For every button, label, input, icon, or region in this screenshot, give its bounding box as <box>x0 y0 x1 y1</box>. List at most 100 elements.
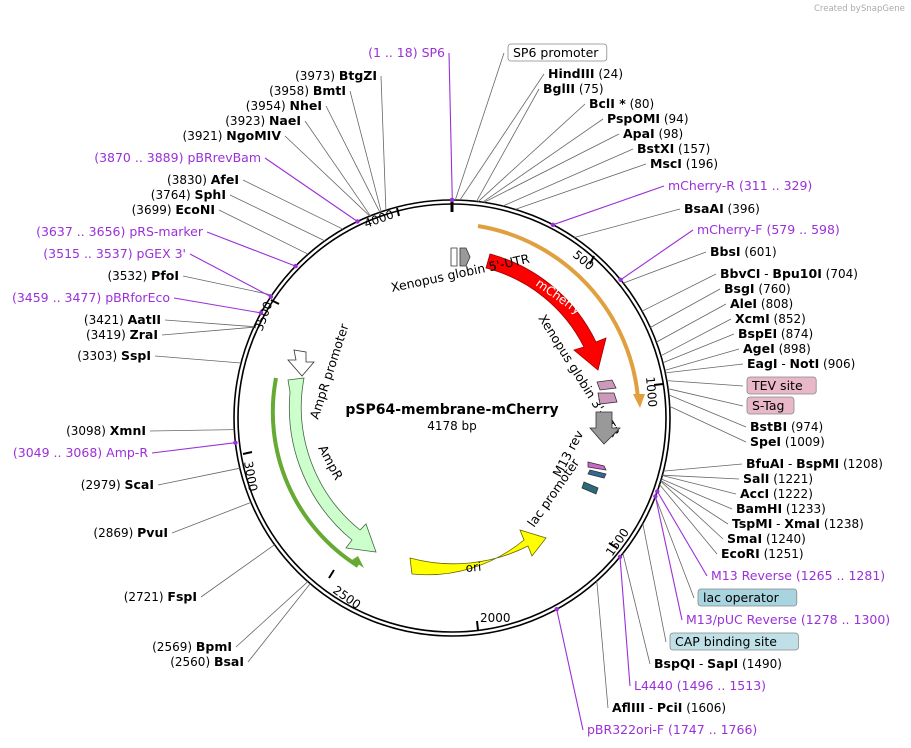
enzyme-label-aatii[interactable]: (3421) AatII <box>84 312 161 327</box>
enzyme-label-smai[interactable]: SmaI (1240) <box>727 531 806 546</box>
enzyme-label-eagi[interactable]: EagI - NotI (906) <box>747 356 855 371</box>
enzyme-label-bcli-[interactable]: BclI * (80) <box>589 96 654 111</box>
enzyme-label-ecori[interactable]: EcoRI (1251) <box>721 546 804 561</box>
feature-box-label-s-tag: S-Tag <box>752 398 784 413</box>
enzyme-label-agei[interactable]: AgeI (898) <box>743 341 811 356</box>
primer-label-pbrrevbam[interactable]: (3870 .. 3889) pBRrevBam <box>94 150 261 165</box>
enzyme-label-bpmi[interactable]: (2569) BpmI <box>152 639 232 654</box>
enzyme-label-ngomiv[interactable]: (3921) NgoMIV <box>183 128 282 143</box>
lac-promoter-feature <box>581 481 599 495</box>
enzyme-label-bamhi[interactable]: BamHI (1233) <box>736 501 826 516</box>
connector-l4440 <box>619 556 631 687</box>
connector-bbvci <box>641 273 717 312</box>
enzyme-label-bspqi[interactable]: BspQI - SapI (1490) <box>654 656 782 671</box>
enzyme-label-bsai[interactable]: (2560) BsaI <box>170 654 244 669</box>
connector-alei <box>656 303 727 343</box>
primer-label-mcherry-f[interactable]: mCherry-F (579 .. 598) <box>697 222 840 237</box>
connector-mcherry-f <box>620 229 694 281</box>
connector-bspqi <box>622 553 651 665</box>
enzyme-label-sali[interactable]: SalI (1221) <box>743 471 813 486</box>
enzyme-label-fspi[interactable]: (2721) FspI <box>124 589 197 604</box>
enzyme-label-bmti[interactable]: (3958) BmtI <box>269 83 346 98</box>
connector-afliii <box>596 580 609 709</box>
enzyme-label-tspmi[interactable]: TspMI - XmaI (1238) <box>732 516 864 531</box>
enzyme-label-afliii[interactable]: AflIII - PciI (1606) <box>612 700 726 715</box>
enzyme-label-afei[interactable]: (3830) AfeI <box>167 172 239 187</box>
tick-2000: 2000 <box>480 611 511 625</box>
primer-label-pgex-3-[interactable]: (3515 .. 3537) pGEX 3' <box>43 246 186 261</box>
primer-label-prs-marker[interactable]: (3637 .. 3656) pRS-marker <box>36 224 204 239</box>
enzyme-label-nhei[interactable]: (3954) NheI <box>246 98 322 113</box>
feature-box-sp6-promoter[interactable] <box>507 43 608 62</box>
connector-pbrrevbam <box>264 157 358 222</box>
enzyme-label-bbsi[interactable]: BbsI (601) <box>710 244 777 259</box>
feature-box-lac-operator[interactable] <box>697 588 798 607</box>
enzyme-label-zrai[interactable]: (3419) ZraI <box>86 327 158 342</box>
enzyme-label-bstxi[interactable]: BstXI (157) <box>637 141 710 156</box>
enzyme-label-msci[interactable]: MscI (196) <box>650 156 718 171</box>
enzyme-label-btgzi[interactable]: (3973) BtgZI <box>295 68 377 83</box>
feature-box-tev-site[interactable] <box>746 376 817 395</box>
enzyme-label-apai[interactable]: ApaI (98) <box>623 126 683 141</box>
enzyme-label-econi[interactable]: (3699) EcoNI <box>132 202 215 217</box>
primer-label-sp6[interactable]: (1 .. 18) SP6 <box>368 45 445 60</box>
enzyme-label-alei[interactable]: AleI (808) <box>730 296 793 311</box>
connector-m13-reverse <box>656 491 708 577</box>
enzyme-label-xcmi[interactable]: XcmI (852) <box>735 311 806 326</box>
enzyme-label-bspei[interactable]: BspEI (874) <box>738 326 813 341</box>
primer-mark-mcherry-f <box>618 277 623 282</box>
primer-label-mcherry-r[interactable]: mCherry-R (311 .. 329) <box>668 178 812 193</box>
enzyme-label-bfuai[interactable]: BfuAI - BspMI (1208) <box>746 456 883 471</box>
tick-2500: 2500 <box>330 583 363 612</box>
ori-label: ori <box>465 560 482 575</box>
enzyme-label-bbvci[interactable]: BbvCI - Bpu10I (704) <box>720 266 858 281</box>
enzyme-label-pfoi[interactable]: (3532) PfoI <box>107 268 179 283</box>
primer-mark-l4440 <box>617 554 623 560</box>
enzyme-label-xmni[interactable]: (3098) XmnI <box>66 423 146 438</box>
primer-label-pbrforeco[interactable]: (3459 .. 3477) pBRforEco <box>12 290 170 305</box>
connector-pspomi <box>482 118 604 203</box>
connector-bstbi <box>668 394 747 428</box>
connector-smai <box>660 480 724 540</box>
primer-label-m13-puc-reverse[interactable]: M13/pUC Reverse (1278 .. 1300) <box>686 612 890 627</box>
connector-eagi <box>665 363 744 374</box>
enzyme-label-bglii[interactable]: BglII (75) <box>543 81 604 96</box>
connector-pbrforeco <box>173 297 262 314</box>
primer-label-m13-reverse[interactable]: M13 Reverse (1265 .. 1281) <box>711 568 885 583</box>
plasmid-size: 4178 bp <box>427 419 477 433</box>
enzyme-label-sspi[interactable]: (3303) SspI <box>77 348 151 363</box>
feature-box-cap-binding-site[interactable] <box>669 632 799 651</box>
enzyme-label-naei[interactable]: (3923) NaeI <box>225 113 301 128</box>
primer-label-amp-r[interactable]: (3049 .. 3068) Amp-R <box>13 445 148 460</box>
enzyme-label-scai[interactable]: (2979) ScaI <box>81 477 154 492</box>
connector-bstxi <box>502 148 634 207</box>
primer-mark-sp6 <box>450 197 455 203</box>
enzyme-label-pspomi[interactable]: PspOMI (94) <box>607 111 689 126</box>
connector-pvui <box>171 502 252 534</box>
feature-box-label-tev-site: TEV site <box>751 378 803 393</box>
connector-acci <box>662 475 737 495</box>
connector-afei <box>242 179 344 230</box>
enzyme-label-acci[interactable]: AccI (1222) <box>740 486 813 501</box>
tick-1000: 1000 <box>643 376 660 408</box>
primer-mark-m13-puc-reverse <box>653 494 658 499</box>
feature-box-s-tag[interactable] <box>746 396 795 415</box>
feature-box-label-sp6-promoter: SP6 promoter <box>513 45 599 60</box>
enzyme-label-bstbi[interactable]: BstBI (974) <box>750 419 823 434</box>
enzyme-label-sphi[interactable]: (3764) SphI <box>151 187 226 202</box>
primer-label-l4440[interactable]: L4440 (1496 .. 1513) <box>634 678 766 693</box>
enzyme-label-pvui[interactable]: (2869) PvuI <box>93 525 168 540</box>
connector-bspei <box>662 333 735 364</box>
enzyme-label-hindiii[interactable]: HindIII (24) <box>548 66 623 81</box>
primer-label-pbr322ori-f[interactable]: pBR322ori-F (1747 .. 1766) <box>587 722 757 737</box>
connector-s-tag <box>667 388 744 407</box>
connector-bfuai <box>663 463 743 472</box>
enzyme-label-bsaai[interactable]: BsaAI (396) <box>684 201 760 216</box>
connector-bpmi <box>235 581 309 648</box>
enzyme-label-bsgi[interactable]: BsgI (760) <box>724 281 791 296</box>
primer-mark-pbrrevbam <box>355 219 360 224</box>
connector-cap-binding-site <box>642 523 667 643</box>
enzyme-label-spei[interactable]: SpeI (1009) <box>750 434 825 449</box>
connector-tev-site <box>666 380 744 387</box>
connector-xcmi <box>660 318 732 357</box>
